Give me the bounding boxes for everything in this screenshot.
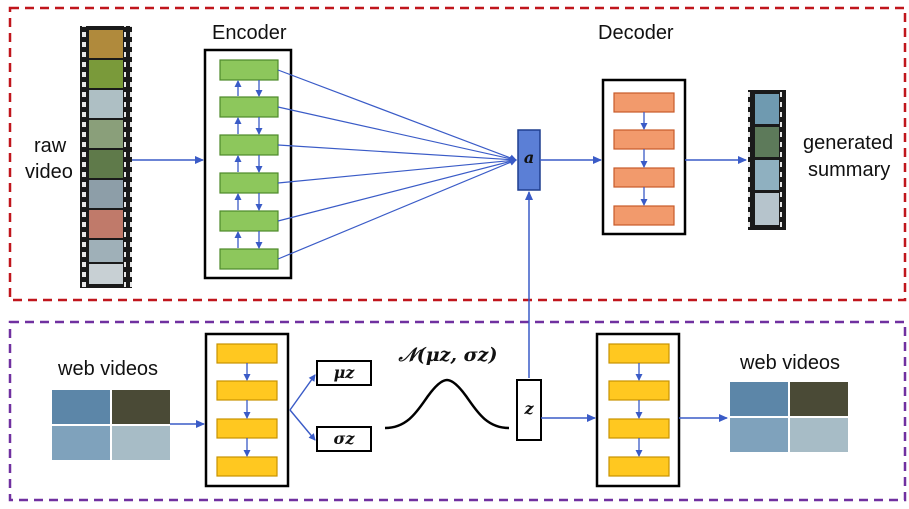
latent-z-box: [516, 379, 542, 441]
encoder-to-sigma-arrow: [289, 409, 316, 441]
vae-encoder-blocks: [216, 343, 278, 477]
sigma-symbol: σz: [333, 429, 355, 448]
vae-encoder-block: [216, 380, 278, 401]
summary-label: summary: [808, 159, 891, 181]
video-label: video: [25, 161, 73, 183]
gaussian-curve: [384, 378, 510, 430]
web-videos-input-label: web videos: [58, 358, 159, 380]
encoder-to-mu-arrow: [289, 374, 316, 411]
encoder-label: Encoder: [212, 22, 287, 44]
encoder-block: [219, 210, 279, 232]
vae-decoder-blocks: [608, 343, 670, 477]
encoder-block: [219, 59, 279, 81]
decoder-block: [613, 167, 675, 188]
encoder-recurrent-arrows: [234, 80, 263, 249]
generated-label: generated: [803, 132, 894, 154]
top-section-border: [8, 6, 907, 302]
encoder-block: [219, 172, 279, 194]
distribution-label: 𝒩(μz, σz): [398, 344, 498, 366]
raw-label: raw: [34, 135, 67, 157]
web-videos-output-label: web videos: [740, 352, 841, 374]
encoder-box: [203, 48, 293, 280]
mu-symbol: μz: [333, 363, 355, 382]
encoder-block: [219, 248, 279, 270]
vae-encoder-block: [216, 456, 278, 477]
vae-decoder-block: [608, 418, 670, 439]
encoder-to-attention-lines: [277, 69, 517, 260]
decoder-block: [613, 205, 675, 226]
vae-decoder-block: [608, 380, 670, 401]
vae-decoder-block: [608, 456, 670, 477]
vae-decoder-block: [608, 343, 670, 364]
vae-encoder-block: [216, 343, 278, 364]
vae-encoder-block: [216, 418, 278, 439]
attention-symbol: a: [523, 148, 535, 167]
decoder-block: [613, 129, 675, 150]
web-videos-output-grid: [730, 382, 848, 452]
latent-z-symbol: z: [524, 399, 534, 418]
decoder-label: Decoder: [598, 22, 674, 44]
bottom-section-border: [8, 320, 907, 502]
encoder-block: [219, 96, 279, 118]
sigma-box: [316, 426, 372, 452]
decoder-blocks: [613, 92, 675, 226]
raw-video-filmstrip: [80, 26, 132, 288]
summary-filmstrip: [748, 90, 786, 230]
mu-box: [316, 360, 372, 386]
web-videos-input-grid: [52, 390, 170, 460]
encoder-block: [219, 134, 279, 156]
decoder-block: [613, 92, 675, 113]
